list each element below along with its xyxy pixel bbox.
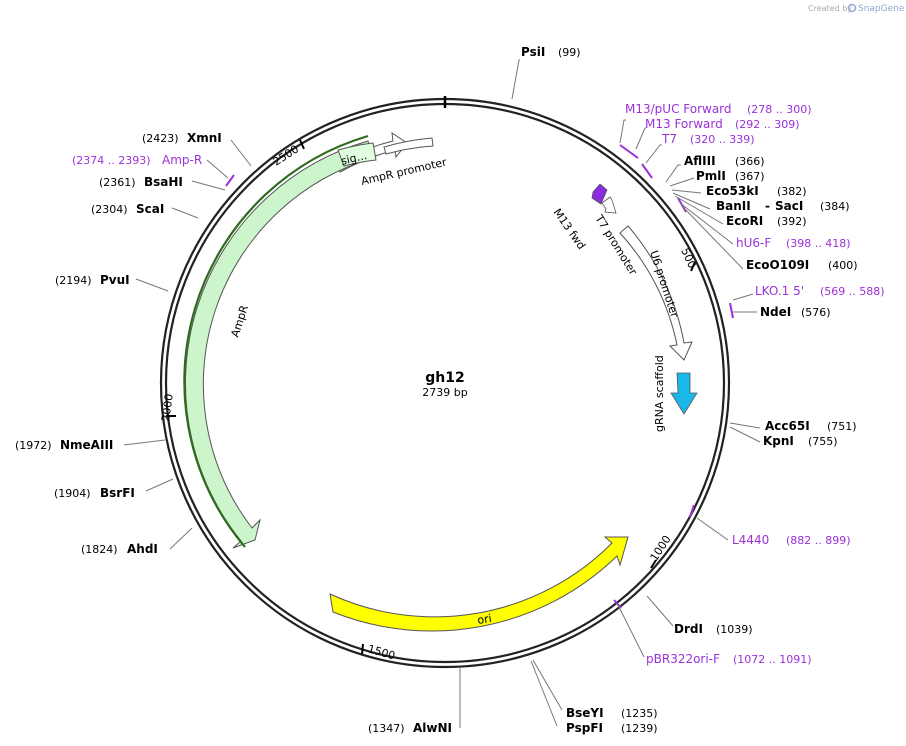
- site-psii-pos: (99): [558, 46, 581, 59]
- primer-pbr322ori-f[interactable]: pBR322ori-F: [646, 652, 720, 666]
- grna-scaffold-label: gRNA scaffold: [653, 355, 666, 432]
- primer-t7[interactable]: T7: [661, 132, 677, 146]
- primer-m13-puc-forward-range: (278 .. 300): [747, 103, 812, 116]
- primer-t7-range: (320 .. 339): [690, 133, 755, 146]
- site-pspfi[interactable]: PspFI: [566, 721, 603, 735]
- primer-lko1-5-range: (569 .. 588): [820, 285, 885, 298]
- site-saci[interactable]: SacI: [775, 199, 803, 213]
- primer-pbr322ori-f-range: (1072 .. 1091): [733, 653, 812, 666]
- site-ndei-pos: (576): [801, 306, 831, 319]
- site-ahdi[interactable]: AhdI: [127, 542, 158, 556]
- ampr-label: AmpR: [228, 303, 251, 339]
- site-pmli-pos: (367): [735, 170, 765, 183]
- primer-m13-puc-forward[interactable]: M13/pUC Forward: [625, 102, 732, 116]
- site-drdi[interactable]: DrdI: [674, 622, 703, 636]
- ori-feature: [329, 536, 629, 632]
- site-xmni[interactable]: XmnI: [187, 131, 222, 145]
- site-acc65i-pos: (751): [827, 420, 857, 433]
- m13-fwd-label: M13 fwd: [551, 206, 588, 252]
- plasmid-name: gh12: [425, 370, 464, 386]
- site-scai[interactable]: ScaI: [136, 202, 164, 216]
- site-nmeaiii[interactable]: NmeAIII: [60, 438, 113, 452]
- primer-m13-forward[interactable]: M13 Forward: [645, 117, 723, 131]
- site-eco53ki-pos: (382): [777, 185, 807, 198]
- site-alwni[interactable]: AlwNI: [413, 721, 452, 735]
- leader-lines: [123, 59, 761, 728]
- t7-promoter-feature: [601, 196, 617, 214]
- site-bsrfi[interactable]: BsrFI: [100, 486, 135, 500]
- site-pmli[interactable]: PmlI: [696, 169, 726, 183]
- site-kpni[interactable]: KpnI: [763, 434, 794, 448]
- site-afliii[interactable]: AflIII: [684, 154, 716, 168]
- snapgene-logo-icon: [847, 3, 857, 13]
- site-scai-pos: (2304): [91, 203, 128, 216]
- site-ecori[interactable]: EcoRI: [726, 214, 763, 228]
- created-by-label: Created by: [808, 4, 852, 13]
- site-bsahi[interactable]: BsaHI: [144, 175, 183, 189]
- site-drdi-pos: (1039): [716, 623, 753, 636]
- scale-ticks: 500 1000 1500 2000 2500: [159, 139, 699, 663]
- site-eco53ki[interactable]: Eco53kI: [706, 184, 759, 198]
- primer-l4440-range: (882 .. 899): [786, 534, 851, 547]
- tick-2000: 2000: [159, 393, 176, 423]
- plasmid-size: 2739 bp: [422, 386, 467, 399]
- snapgene-brand: SnapGene: [858, 4, 905, 14]
- primer-amp-r-range: (2374 .. 2393): [72, 154, 151, 167]
- ori-label: ori: [476, 612, 492, 627]
- tick-2500: 2500: [271, 142, 302, 168]
- site-bseyi[interactable]: BseYI: [566, 706, 604, 720]
- m13-fwd-feature: [591, 183, 608, 205]
- primer-m13-forward-range: (292 .. 309): [735, 118, 800, 131]
- site-bsahi-pos: (2361): [99, 176, 136, 189]
- ampr-orf-line: [183, 134, 369, 548]
- site-banii[interactable]: BanII: [716, 199, 751, 213]
- site-banii-saci-pos: (384): [820, 200, 850, 213]
- primer-l4440[interactable]: L4440: [732, 533, 769, 547]
- ampr-feature: [185, 140, 374, 549]
- site-psii[interactable]: PsiI: [521, 45, 545, 59]
- site-kpni-pos: (755): [808, 435, 838, 448]
- site-ecori-pos: (392): [777, 215, 807, 228]
- site-ndei[interactable]: NdeI: [760, 305, 791, 319]
- primer-hu6-f-range: (398 .. 418): [786, 237, 851, 250]
- primer-hu6-f[interactable]: hU6-F: [736, 236, 771, 250]
- site-alwni-pos: (1347): [368, 722, 405, 735]
- grna-scaffold-feature: [670, 372, 698, 415]
- svg-text:-: -: [765, 199, 770, 213]
- site-pvui-pos: (2194): [55, 274, 92, 287]
- site-bseyi-pos: (1235): [621, 707, 658, 720]
- site-ecoo109i-pos: (400): [828, 259, 858, 272]
- site-afliii-pos: (366): [735, 155, 765, 168]
- site-nmeaiii-pos: (1972): [15, 439, 52, 452]
- u6-promoter-label: U6 promoter: [647, 249, 681, 320]
- primer-amp-r[interactable]: Amp-R: [162, 153, 202, 167]
- site-ahdi-pos: (1824): [81, 543, 118, 556]
- site-ecoo109i[interactable]: EcoO109I: [746, 258, 809, 272]
- sig-label: sig...: [340, 149, 369, 168]
- site-acc65i[interactable]: Acc65I: [765, 419, 810, 433]
- sig-feature: [337, 142, 377, 167]
- primer-lko1-5[interactable]: LKO.1 5': [755, 284, 804, 298]
- site-pspfi-pos: (1239): [621, 722, 658, 735]
- site-pvui[interactable]: PvuI: [100, 273, 130, 287]
- u6-promoter-feature: [619, 225, 693, 361]
- site-bsrfi-pos: (1904): [54, 487, 91, 500]
- site-xmni-pos: (2423): [142, 132, 179, 145]
